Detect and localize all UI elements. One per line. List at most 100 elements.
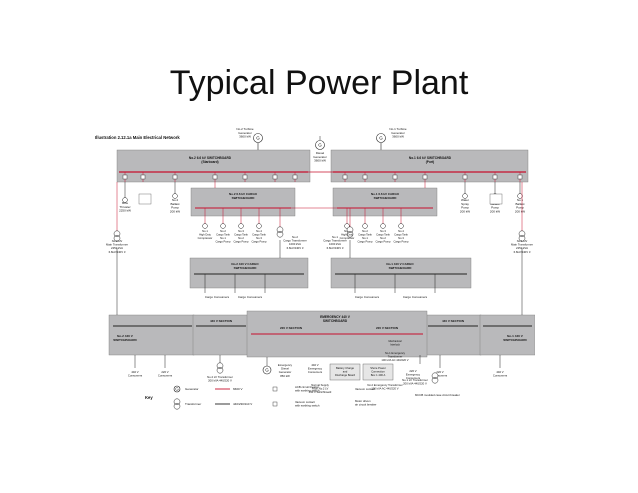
emergency-440-label-line-2: Emergency <box>308 367 323 371</box>
compressor-8-label-line-3: No.3 <box>398 236 404 240</box>
ballast2-icon <box>172 193 178 199</box>
lv-cargo-switchboard-port <box>330 257 472 289</box>
generator-diesel-icon <box>315 140 325 150</box>
main-transformer-2-icon-secondary <box>113 234 121 242</box>
shore-power-label-line-1: Shore Power <box>370 366 386 370</box>
lv-transformer-left-icon-secondary <box>216 366 224 374</box>
lv440-switchboard-left <box>108 314 195 356</box>
legend-transformer: Transformer <box>185 402 201 406</box>
emergency-generator-label-line-3: Generator <box>279 370 292 374</box>
lv-cargo-port-label-line-1: No.1 440 V CARGO <box>386 262 414 266</box>
compressor-8-label-line-4: Cargo Pump <box>393 240 409 244</box>
main-transformer-1-icon-secondary <box>518 234 526 242</box>
legend-motor-line-2: air circuit breaker <box>355 403 377 407</box>
main-transformer-1-icon-primary <box>518 230 526 238</box>
emergency-220-label-line-2: Emergency <box>406 373 421 377</box>
cargo-transformer-2-label-line-3: 1000 kVA <box>289 242 301 246</box>
shore-power-label-line-2: Connection <box>371 370 385 374</box>
compressor-2-label-line-3: No.1 <box>220 236 226 240</box>
cargo-transformer-2-icon-primary <box>276 226 284 234</box>
section-c-label: 220 V SECTION <box>376 326 398 330</box>
main-transformer-2-label-line-2: Main Transformer <box>106 243 128 247</box>
generator-tg2-label-line-2: Generator <box>238 131 252 135</box>
compressor-1-label-line-1: No.1 <box>202 229 208 233</box>
legend-motor-line-1: Motor driven <box>355 399 371 403</box>
compressor-7-label-line-4: Cargo Pump <box>375 240 391 244</box>
compressor-4-icon <box>256 223 262 229</box>
main-transformer-1-label-line-1: No.1 HV <box>517 239 528 243</box>
generator-tg1-label-line-1: No.1 Turbine <box>389 128 407 131</box>
legend-generator-icon <box>173 385 181 393</box>
emergency-generator-icon-glyph: G <box>265 368 269 373</box>
hv-stbd-breaker-4 <box>242 174 248 180</box>
legend-vacuum: Vacuum contact <box>355 387 375 391</box>
boil-pump-label-line-2: Ballast <box>515 202 524 206</box>
emergency-transformer-1-label-line-2: Transformer <box>388 355 403 359</box>
legend-transformer-icon-secondary <box>173 402 181 410</box>
battery-board <box>329 363 361 381</box>
lv-transformer-right-label-line-2: 200 kVA 440/220 V <box>403 382 427 386</box>
legend-generator: Generator <box>185 387 199 391</box>
battery-board-label-line-2: and <box>343 370 348 374</box>
normal-supply-label-line-1: Normal Supply <box>311 383 329 387</box>
hv-switchboard-port-label-line-2: (Port) <box>426 160 435 164</box>
legend-lv: 440/230/110 V <box>233 402 252 406</box>
consumers-440-left-line-2: Consumers <box>128 374 143 378</box>
battery-board-label-line-1: Battery Charge <box>336 366 355 370</box>
boil-pump-label-line-1: No.1 <box>517 198 524 202</box>
hv-stbd-breaker-6 <box>292 174 298 180</box>
lv-cargo-stbd-label-line-1: No.2 440 V CARGO <box>231 262 259 266</box>
emergency-generator-label-line-1: Emergency <box>278 363 293 367</box>
hv-stbd-breaker-2 <box>172 174 178 180</box>
lv220-section-left <box>192 314 249 356</box>
legend-vcb-line-2: with earthing switch <box>295 404 320 408</box>
emergency-generator-label-line-2: Diesel <box>281 367 289 371</box>
emergency-transformer-1-label-line-1: No.1 Emergency <box>385 351 406 355</box>
hv-port-breaker-3 <box>422 174 428 180</box>
compressor-6-label-line-1: No.2 <box>362 229 368 233</box>
lv-cargo-stbd-label-line-2: SWITCHBOARD <box>234 266 258 270</box>
compressor-6-icon <box>362 223 368 229</box>
compressor-3-label-line-4: Cargo Pump <box>233 240 249 244</box>
cargo-transformer-2-label-line-4: 6.6kV/440V 3 <box>287 246 304 250</box>
hv-stbd-breaker-3 <box>212 174 218 180</box>
compressor-3-label-line-1: No.3 <box>238 229 244 233</box>
section-a-label: 440 V SECTION <box>210 319 232 323</box>
compressor-7-label-line-1: No.3 <box>380 229 386 233</box>
lv440-switchboard-right <box>479 314 535 356</box>
compressor-4-label-line-3: No.3 <box>256 236 262 240</box>
compressor-6-label-line-3: No.1 <box>362 236 368 240</box>
main-transformer-1-label-line-2: Main Transformer <box>511 243 533 247</box>
lv440-left-label-line-2: SWITCHBOARD <box>113 338 137 342</box>
legend-acb-icon <box>272 386 278 392</box>
compressor-1-label-line-2: High Duty <box>199 233 211 237</box>
generator-diesel-label-line-2: Generator <box>313 155 327 159</box>
seawater-pump-icon <box>462 193 468 199</box>
compressor-1-label-line-3: Compressor <box>198 236 213 240</box>
emergency-440-label-line-1: 440 V <box>311 363 318 367</box>
lv-cargo-switchboard-stbd <box>189 257 309 289</box>
seawater-pump-label-line-3: Pump <box>461 206 469 210</box>
ballast2-label-line-3: Pump <box>171 206 179 210</box>
bow-thruster-label-line-1: Bow <box>122 201 129 205</box>
compressor-5-label-line-3: Compressor <box>340 236 355 240</box>
compressor-3-label-line-2: Cargo Tank <box>234 233 248 237</box>
cargo-hv-port-label-line-1: No.1 6.6 kV CARGO <box>371 192 400 196</box>
compressor-4-label-line-4: Cargo Pump <box>251 240 267 244</box>
generator-tg2-icon <box>253 133 263 143</box>
illustration-title: Illustration 2.12.1a Main Electrical Net… <box>95 135 180 140</box>
compressor-8-label-line-2: Cargo Tank <box>394 233 408 237</box>
normal-supply-label-line-2: From No.2 LV <box>312 387 329 391</box>
cargo-hv-port-label-line-2: SWITCHBOARD <box>374 196 398 200</box>
consumers-220-right-line-1: 220 V <box>436 370 443 374</box>
consumers-220-right-line-2: Consumers <box>433 374 448 378</box>
compressor-6-label-line-4: Cargo Pump <box>357 240 373 244</box>
compressor-8-icon <box>398 223 404 229</box>
cargo-consumers-left-b: Cargo Consumers <box>238 295 263 299</box>
compressor-2-label-line-1: No.2 <box>220 229 226 233</box>
hv-switchboard-stbd-label-line-1: No.2 6.6 kV SWITCHBOARD <box>189 156 232 160</box>
hv-stbd-breaker-1 <box>140 174 146 180</box>
cargo-consumers-right-b: Cargo Consumers <box>403 295 428 299</box>
emergency-220-label-line-3: Consumers <box>406 376 421 380</box>
generator-tg1-label-line-3: 3600 kW <box>392 135 404 139</box>
